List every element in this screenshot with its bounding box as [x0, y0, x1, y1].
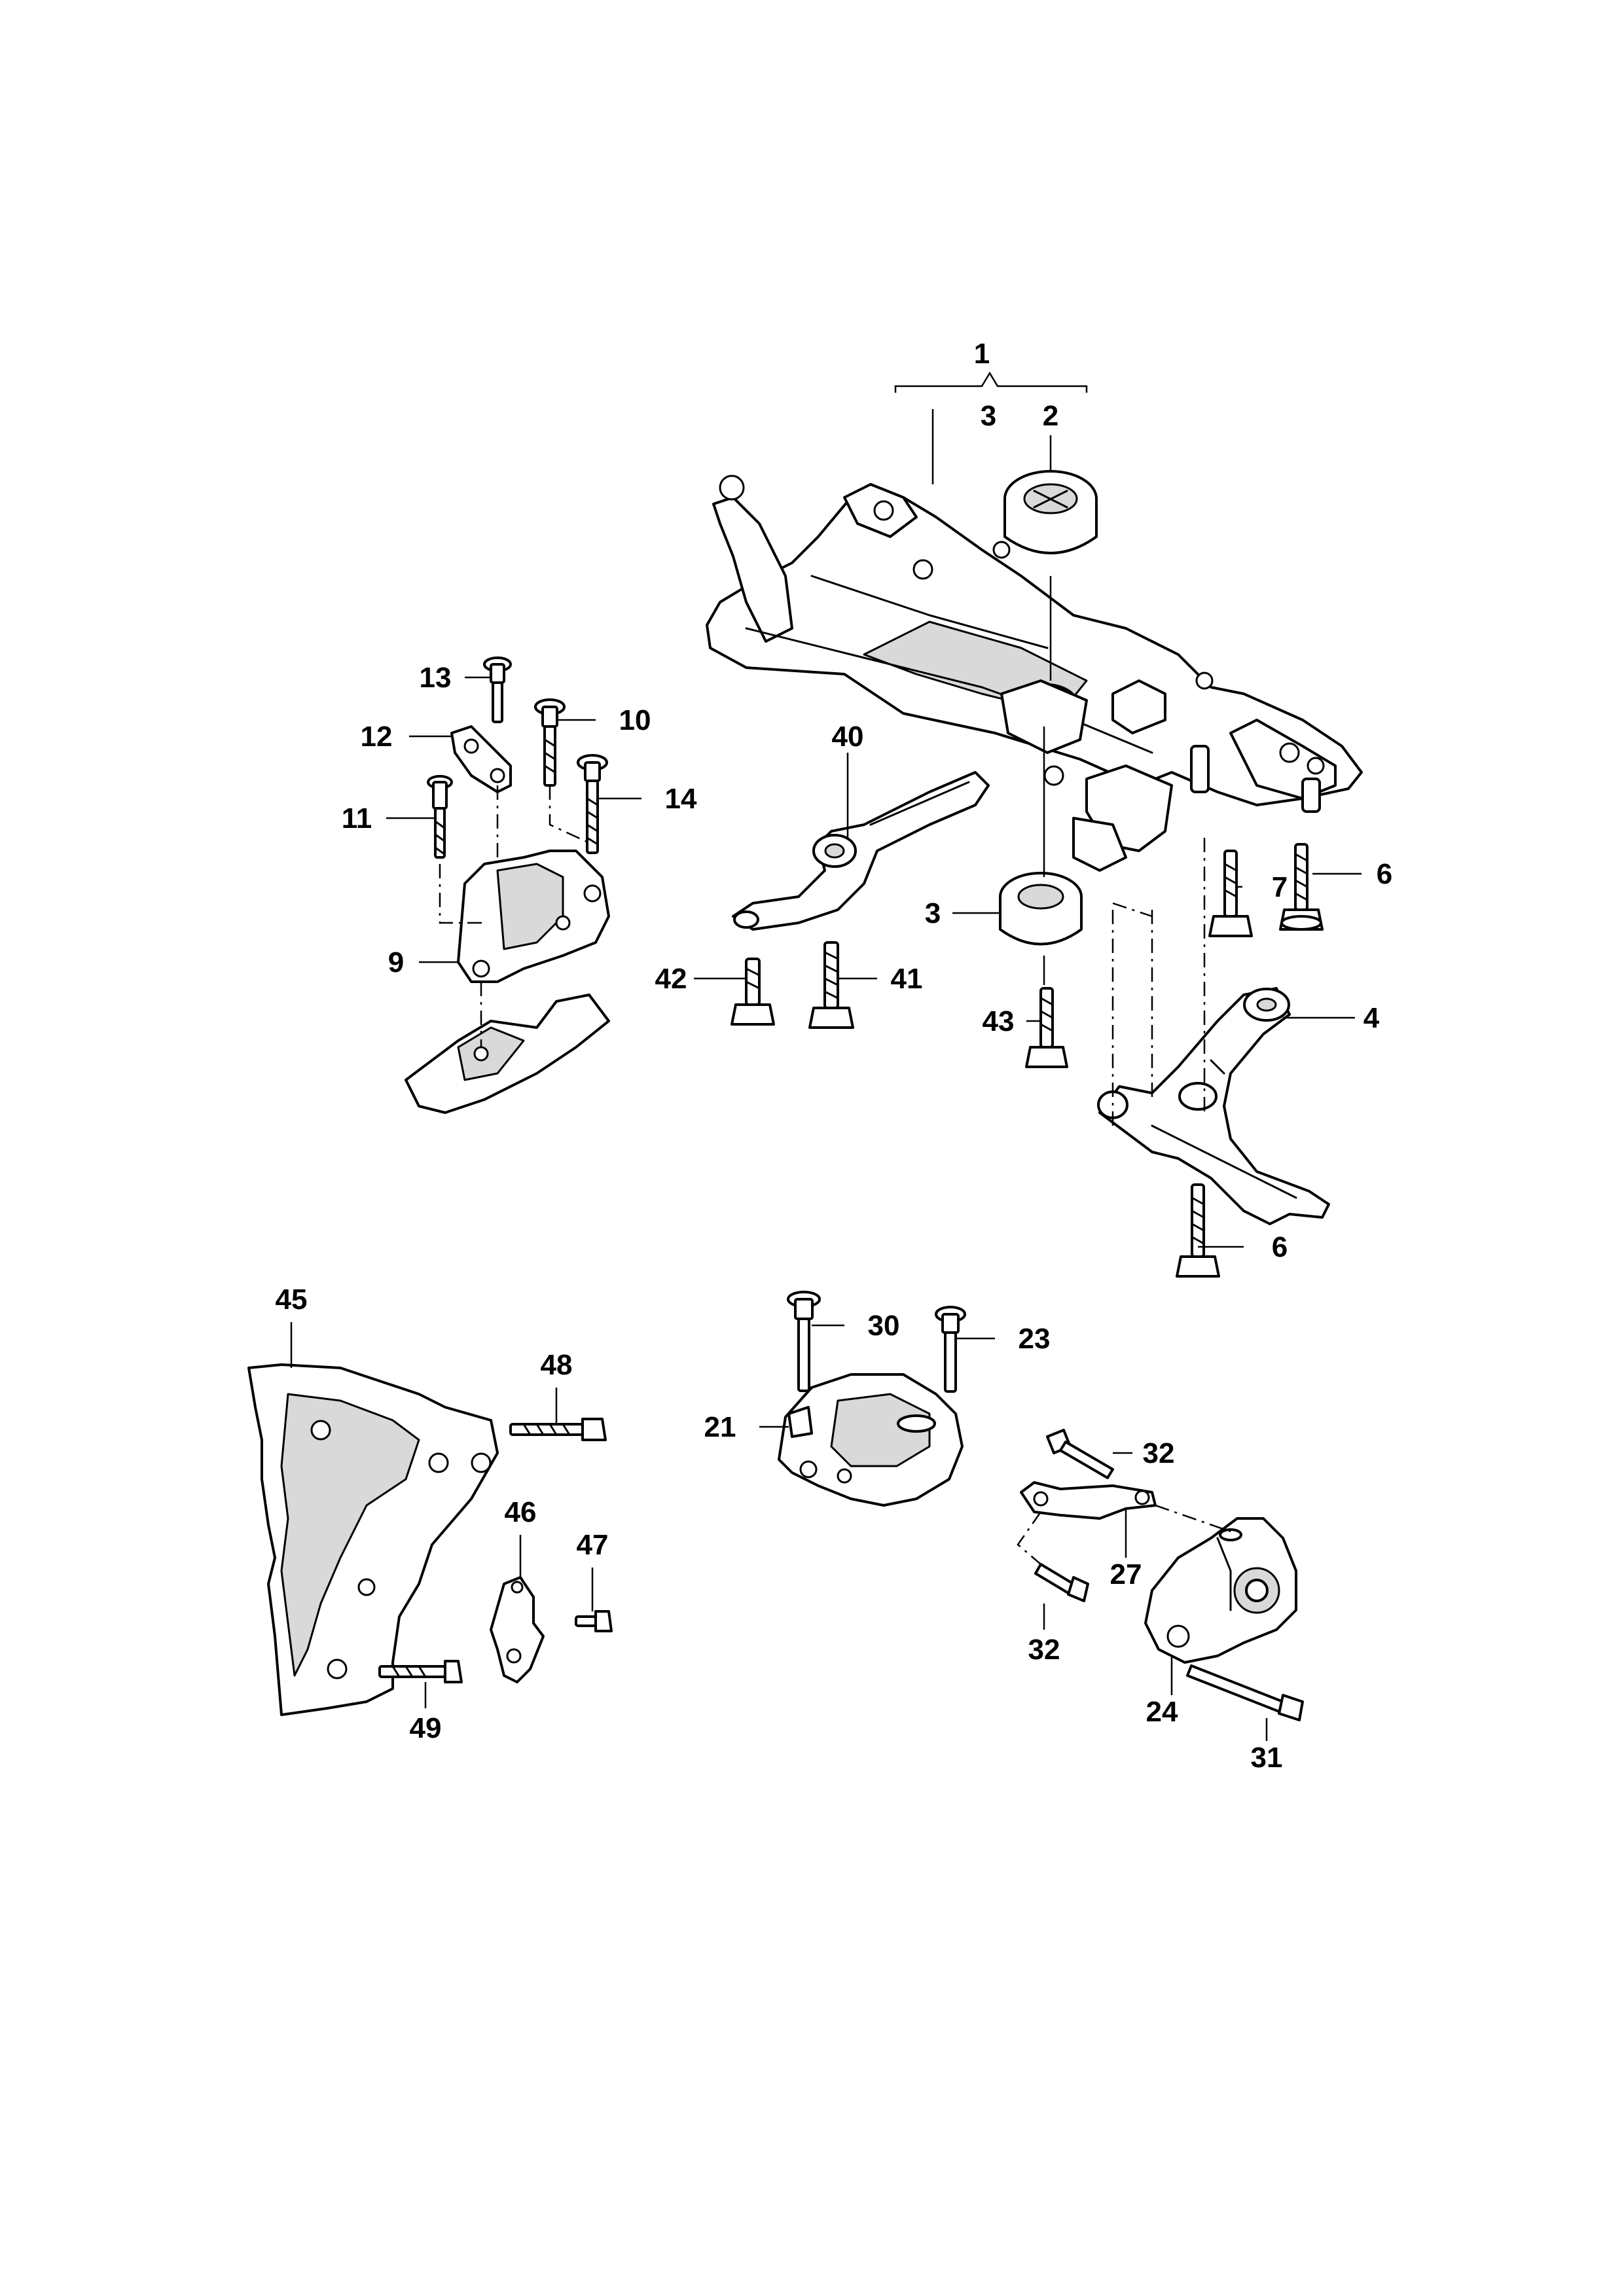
rubber-bushing-part-3	[999, 872, 1083, 946]
callout-47: 47	[577, 1529, 609, 1561]
bolt-part-31	[1186, 1664, 1304, 1721]
callout-2: 2	[1043, 400, 1058, 432]
callout-42: 42	[655, 963, 687, 995]
callout-3-mid: 3	[925, 897, 941, 929]
transmission-mount-part-21	[778, 1373, 964, 1507]
callout-45: 45	[276, 1283, 308, 1316]
bolt-part-48	[509, 1418, 607, 1441]
pendulum-support-part-40	[732, 771, 990, 931]
bolt-part-43	[1025, 987, 1068, 1068]
callout-46: 46	[505, 1496, 537, 1528]
engine-mount-part-9	[405, 850, 610, 1114]
callout-6-right: 6	[1377, 858, 1392, 890]
control-arm-part-4	[1097, 987, 1330, 1225]
bolt-part-6-right	[1279, 843, 1324, 931]
bolt-part-7	[1208, 850, 1253, 937]
bracket-part-27	[1020, 1481, 1157, 1520]
callout-43: 43	[983, 1005, 1015, 1037]
assembly-line-27	[1155, 1504, 1231, 1533]
callout-1-bracket	[894, 371, 1088, 393]
callout-7: 7	[1272, 871, 1288, 903]
callout-30: 30	[868, 1310, 900, 1342]
callout-11: 11	[342, 802, 372, 834]
callout-32-top: 32	[1143, 1437, 1175, 1469]
callout-1: 1	[974, 338, 990, 370]
bracket-part-12	[450, 725, 512, 793]
callout-41: 41	[891, 963, 923, 995]
callout-labels: 1 3 2 40 3 6 7 4 42 41 43 6 13 10 12 14 …	[276, 338, 1393, 1774]
assembly-line-32	[1017, 1511, 1042, 1565]
bolt-part-10	[534, 698, 566, 787]
bolt-part-42	[731, 958, 775, 1026]
callout-13: 13	[420, 662, 452, 694]
callout-32-bottom: 32	[1028, 1634, 1060, 1666]
heat-shield-part-45	[247, 1363, 499, 1716]
bolt-part-32-bottom	[1034, 1563, 1089, 1602]
rubber-bushing-part-2	[1003, 470, 1098, 554]
subframe-part-1	[706, 475, 1363, 872]
assembly-line-9	[439, 864, 484, 924]
bracket-part-46	[490, 1576, 545, 1683]
bolt-part-14	[577, 754, 608, 854]
bolt-part-32-top	[1046, 1429, 1114, 1479]
bolt-part-49	[378, 1660, 463, 1683]
callout-23: 23	[1019, 1323, 1051, 1355]
nut-part-47	[575, 1610, 613, 1632]
callout-40: 40	[832, 721, 864, 753]
bolt-part-13	[483, 656, 512, 723]
callout-27: 27	[1110, 1558, 1142, 1590]
callout-6-lower: 6	[1272, 1231, 1288, 1263]
bolt-part-30	[787, 1291, 821, 1392]
callout-10: 10	[619, 704, 651, 736]
callout-21: 21	[704, 1411, 736, 1443]
callout-24: 24	[1146, 1696, 1178, 1728]
bolt-part-41	[808, 941, 854, 1029]
callout-9: 9	[388, 946, 404, 978]
callout-4: 4	[1363, 1002, 1380, 1034]
callout-31: 31	[1251, 1742, 1283, 1774]
assembly-line-10	[549, 785, 593, 846]
assembly-line-4d	[1112, 902, 1153, 918]
callout-12: 12	[361, 721, 393, 753]
leader-lines	[290, 409, 1362, 1741]
callout-14: 14	[665, 783, 697, 815]
bolt-part-23	[935, 1306, 966, 1393]
gearbox-support-part-24	[1144, 1517, 1297, 1664]
callout-49: 49	[410, 1712, 442, 1744]
bolt-part-11	[427, 775, 453, 859]
callout-3-top: 3	[981, 400, 996, 432]
bolt-part-6-lower	[1176, 1183, 1220, 1278]
callout-48: 48	[541, 1349, 573, 1381]
